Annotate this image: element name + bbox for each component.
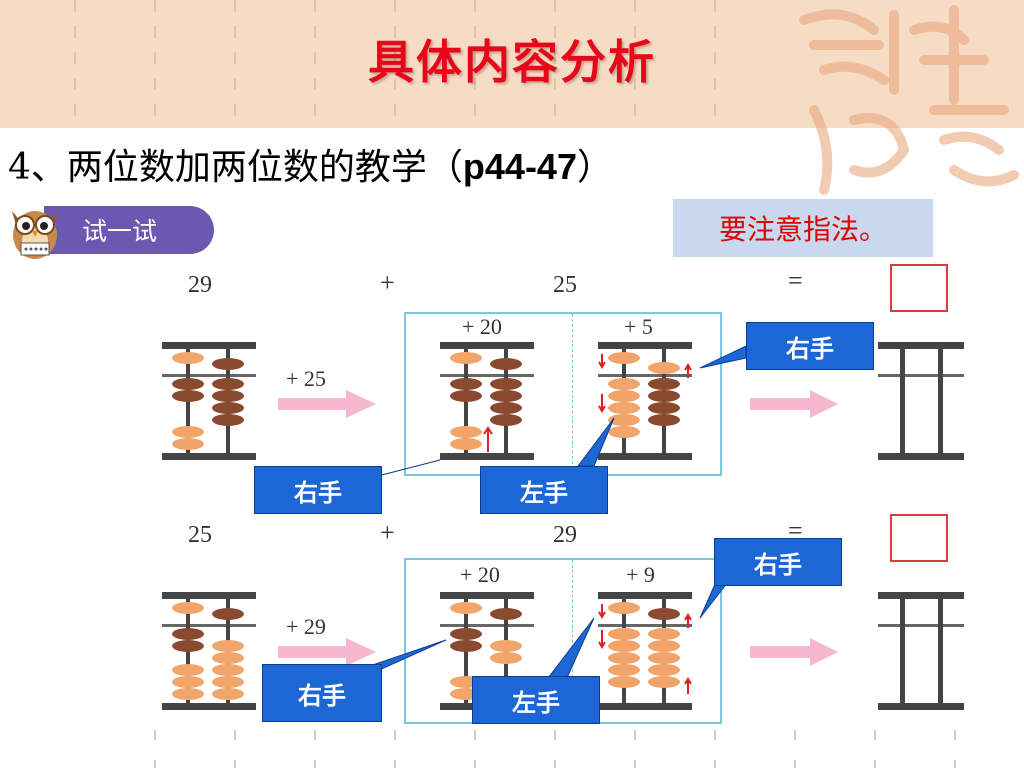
p1-addend-b: 25: [553, 272, 577, 298]
callout-right-hand-2: 右手: [254, 466, 382, 514]
callout-right-hand-3: 右手: [714, 538, 842, 586]
calligraphy-decoration: [799, 5, 1019, 195]
p2-abacus-empty: [878, 592, 964, 710]
p1-panel-divider: [572, 314, 573, 474]
callout-left-hand-2: 左手: [472, 676, 600, 724]
callout-right-hand-4: 右手: [262, 664, 382, 722]
p2-addend-b: 29: [553, 522, 577, 548]
p1-abacus-ones: [598, 342, 692, 460]
p2-abacus-tens: [440, 592, 534, 710]
p1-answer-box[interactable]: [890, 264, 948, 312]
p2-plus: +: [380, 518, 395, 547]
p1-equals: =: [788, 266, 803, 295]
section-heading: 4、两位数加两位数的教学（p44-47）: [8, 138, 613, 190]
heading-pages: p44-47: [462, 146, 577, 187]
callout-left-hand-1: 左手: [480, 466, 608, 514]
p1-abacus-empty: [878, 342, 964, 460]
owl-icon: [12, 211, 58, 259]
p1-plus: +: [380, 268, 395, 297]
try-tab: 试一试: [44, 206, 214, 254]
p1-abacus-tens: [440, 342, 534, 460]
slide-title: 具体内容分析: [368, 35, 656, 89]
p1-ones-step: + 5: [624, 314, 653, 339]
p1-add-label: + 25: [286, 366, 326, 391]
heading-text: 4、两位数加两位数的教学（: [8, 147, 463, 188]
fingering-note: 要注意指法。: [673, 199, 933, 257]
p1-tens-step: + 20: [462, 314, 502, 339]
p2-addend-a: 25: [188, 522, 212, 548]
p2-abacus-start: [162, 592, 256, 710]
try-tab-label: 试一试: [82, 217, 158, 246]
callout-right-hand-1: 右手: [746, 322, 874, 370]
p2-answer-box[interactable]: [890, 514, 948, 562]
heading-close: ）: [576, 147, 613, 188]
p2-abacus-ones: [598, 592, 692, 710]
p1-arrow-icon: [278, 390, 376, 418]
p1-result-arrow-icon: [750, 390, 838, 418]
p2-result-arrow-icon: [750, 638, 838, 666]
p1-abacus-start: [162, 342, 256, 460]
p2-add-label: + 29: [286, 614, 326, 639]
p1-addend-a: 29: [188, 272, 212, 298]
p2-tens-step: + 20: [460, 562, 500, 587]
p2-equals: =: [788, 516, 803, 545]
p2-ones-step: + 9: [626, 562, 655, 587]
